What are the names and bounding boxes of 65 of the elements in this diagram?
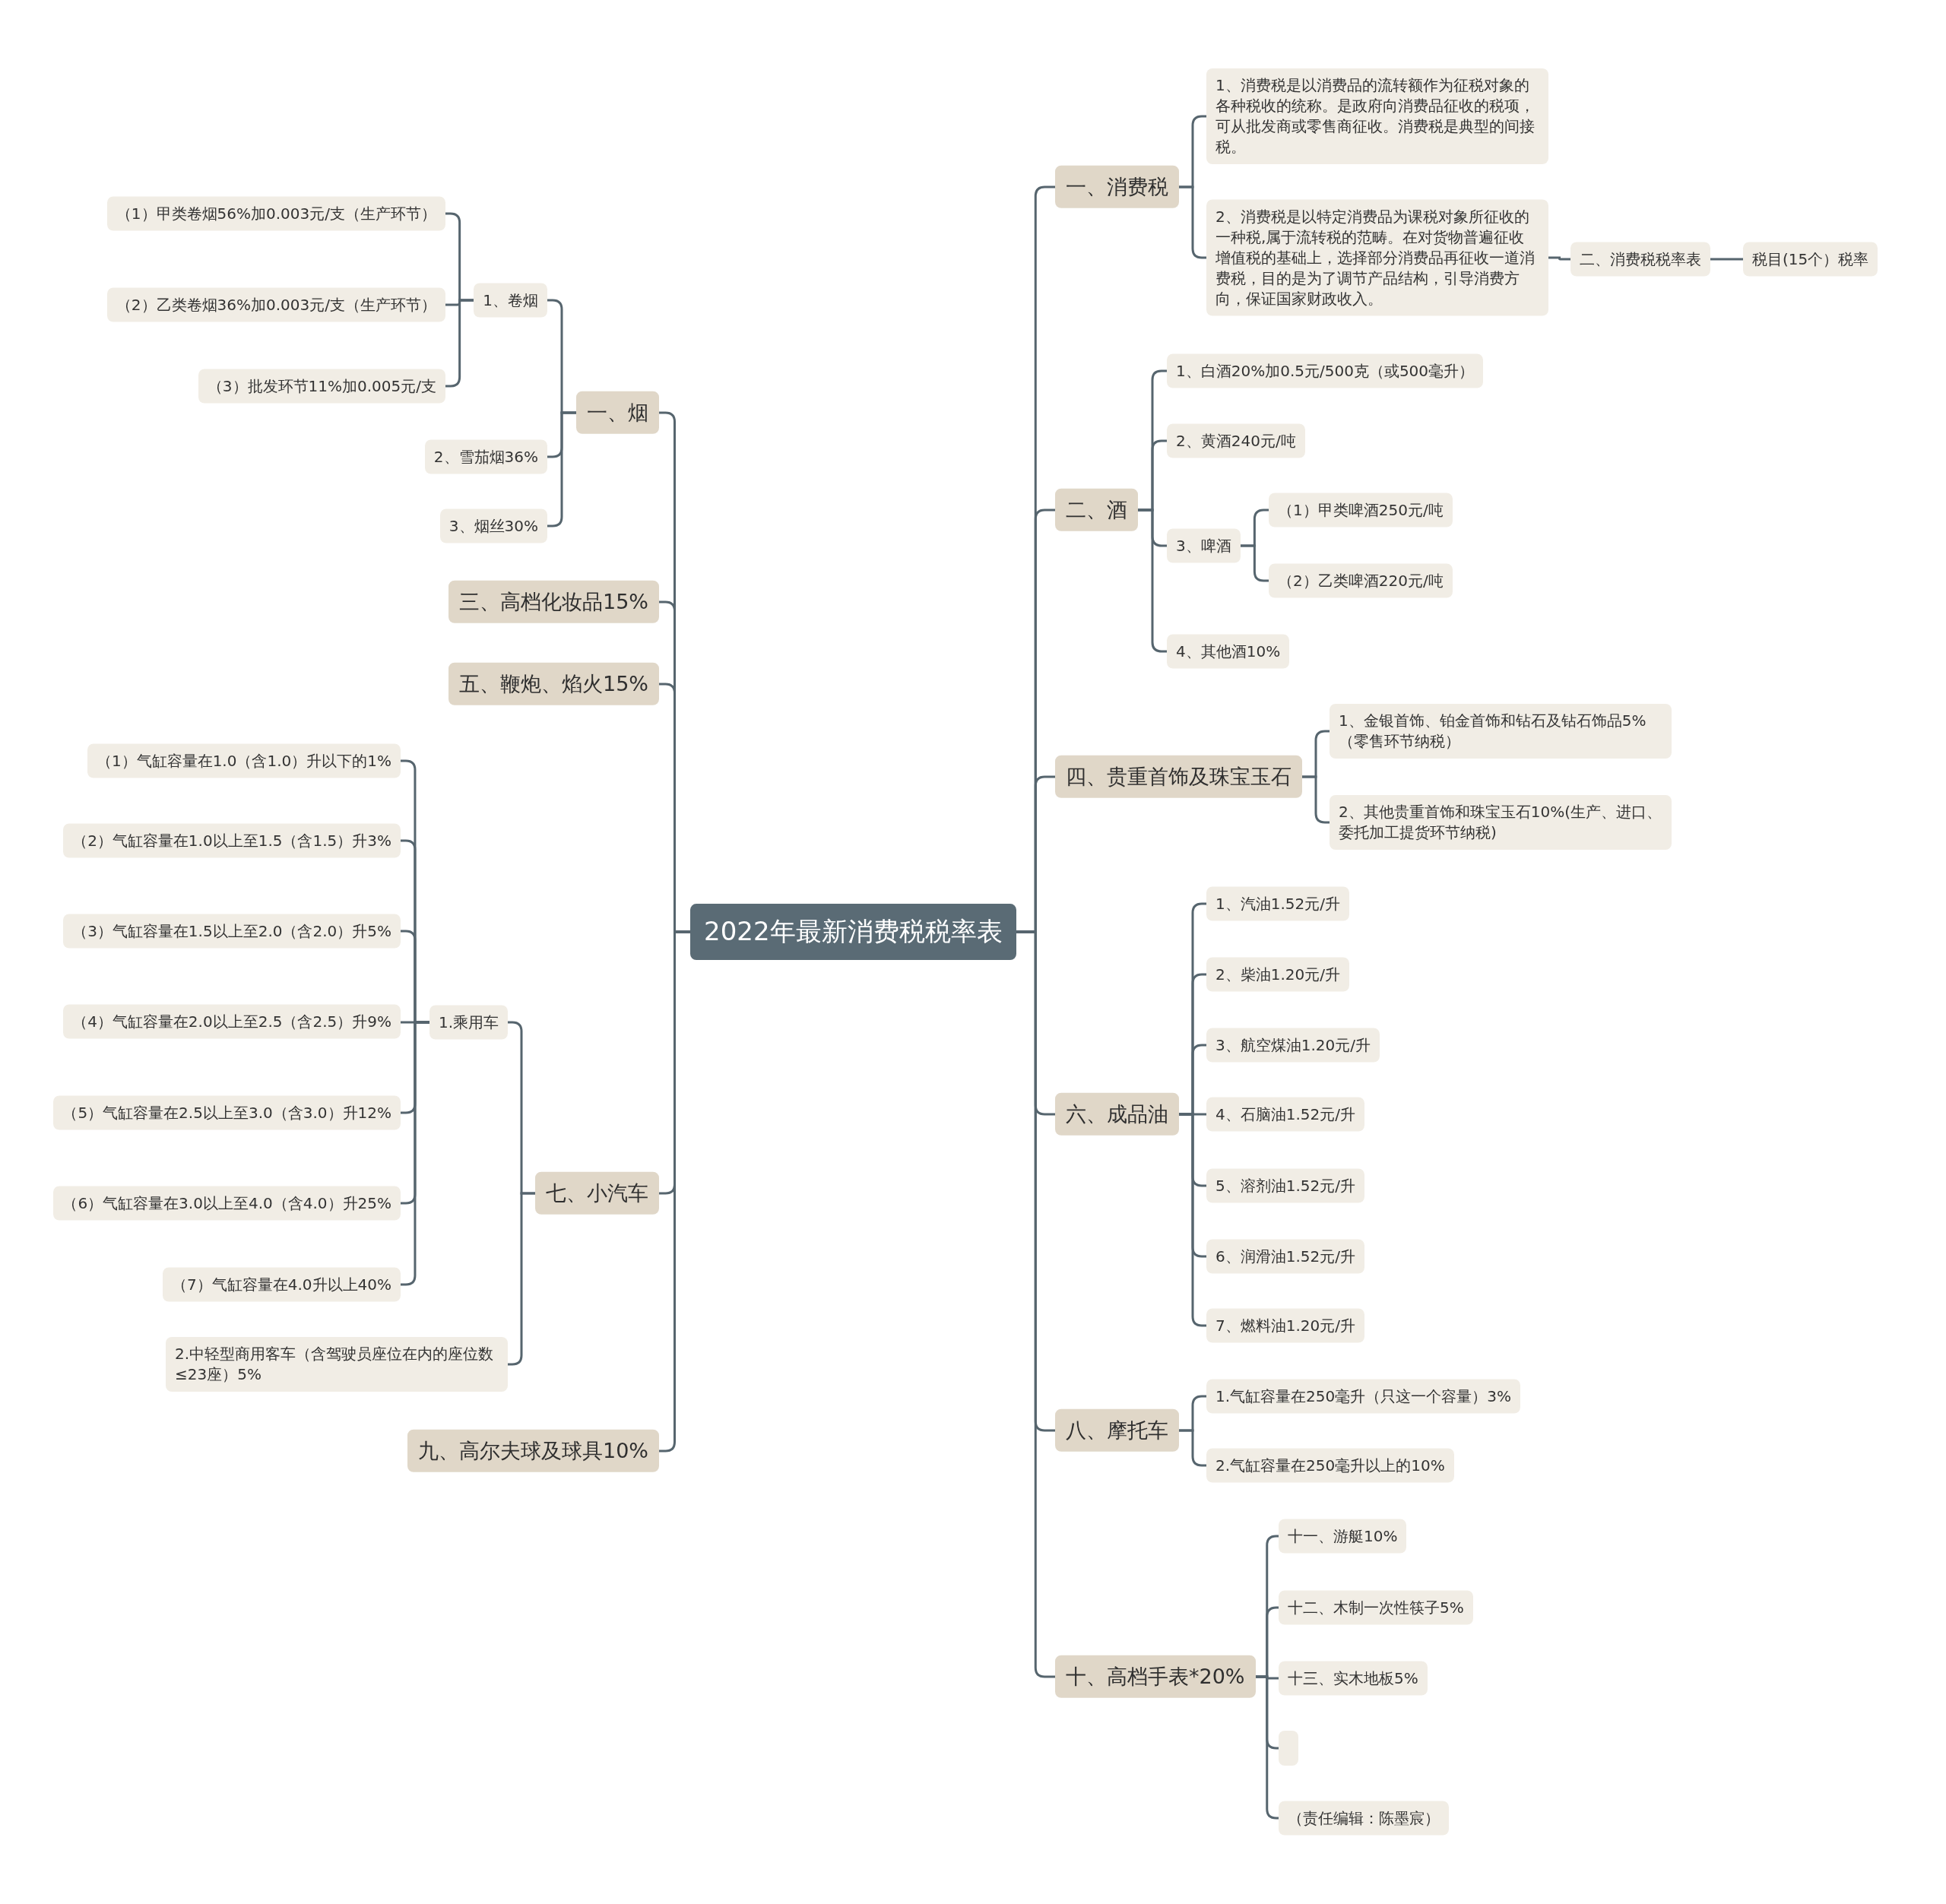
branch-topic: 八、摩托车 (1055, 1408, 1179, 1453)
subtopic-box: 2.气缸容量在250毫升以上的10% (1206, 1448, 1454, 1483)
subtopic-box: 4、石脑油1.52元/升 (1206, 1097, 1364, 1132)
subtopic-box: 2、其他贵重首饰和珠宝玉石10%(生产、进口、委托加工提货环节纳税) (1330, 795, 1672, 850)
branch-topic: 三、高档化妆品15% (448, 580, 659, 624)
subtopic-box: 税目(15个）税率 (1743, 242, 1878, 277)
subtopic-box: 2.中轻型商用客车（含驾驶员座位在内的座位数≤23座）5% (166, 1337, 508, 1392)
subtopic-box: 1、金银首饰、铂金首饰和钻石及钻石饰品5%（零售环节纳税） (1330, 704, 1672, 759)
branch-topic: 五、鞭炮、焰火15% (448, 662, 659, 706)
subtopic-box: 十一、游艇10% (1279, 1519, 1407, 1554)
subtopic-box: 7、燃料油1.20元/升 (1206, 1308, 1364, 1343)
subtopic-box: 3、啤酒 (1167, 528, 1241, 563)
connector-line (1136, 508, 1168, 653)
connector-line (1177, 1113, 1208, 1327)
subtopic-box: 1.乘用车 (429, 1005, 508, 1040)
connector-line (1177, 185, 1208, 259)
central-topic: 2022年最新消费税税率表 (690, 904, 1016, 960)
subtopic-box: （2）乙类卷烟36%加0.003元/支（生产环节） (106, 287, 445, 322)
connector-line (546, 411, 578, 527)
subtopic-box: （3）批发环节11%加0.005元/支 (198, 369, 445, 404)
branch-topic: 十、高档手表*20% (1055, 1655, 1256, 1699)
connector-line (1177, 1429, 1208, 1467)
empty-box (1279, 1731, 1298, 1766)
branch-topic: 六、成品油 (1055, 1092, 1179, 1136)
subtopic-box: 2、黄酒240元/吨 (1167, 423, 1305, 458)
branch-topic: 四、贵重首饰及珠宝玉石 (1055, 755, 1302, 799)
subtopic-box: 4、其他酒10% (1167, 634, 1290, 669)
subtopic-box: （2）气缸容量在1.0以上至1.5（含1.5）升3% (63, 823, 401, 858)
subtopic-box: 十二、木制一次性筷子5% (1279, 1590, 1473, 1625)
connector-line (1254, 1675, 1280, 1820)
subtopic-box: （7）气缸容量在4.0升以上40% (163, 1267, 401, 1302)
subtopic-box: 二、消费税税率表 (1570, 242, 1710, 277)
subtopic-box: 6、润滑油1.52元/升 (1206, 1239, 1364, 1274)
connector-line (1301, 775, 1331, 824)
subtopic-box: （3）气缸容量在1.5以上至2.0（含2.0）升5% (63, 914, 401, 949)
subtopic-box: 2、柴油1.20元/升 (1206, 957, 1349, 992)
connector-line (1239, 544, 1270, 582)
subtopic-box: 2、雪茄烟36% (424, 439, 547, 474)
branch-topic: 一、消费税 (1055, 165, 1179, 209)
branch-topic: 二、酒 (1055, 488, 1138, 532)
subtopic-box: 2、消费税是以特定消费品为课税对象所征收的一种税,属于流转税的范畴。在对货物普遍征收增值税的基础上，选择部分消费品再征收一道消费税，目的是为了调节产品结构，引导消费方向，保证国家财政收入。 (1206, 199, 1548, 316)
subtopic-box: 十三、实木地板5% (1279, 1661, 1428, 1696)
subtopic-box: （2）乙类啤酒220元/吨 (1269, 563, 1453, 598)
subtopic-box: （1）气缸容量在1.0（含1.0）升以下的1% (87, 743, 401, 778)
connector-line (1547, 256, 1572, 261)
subtopic-box: 3、航空煤油1.20元/升 (1206, 1028, 1380, 1063)
subtopic-box: （6）气缸容量在3.0以上至4.0（含4.0）升25% (53, 1186, 401, 1221)
subtopic-box: （4）气缸容量在2.0以上至2.5（含2.5）升9% (63, 1004, 401, 1039)
connector-line (444, 299, 475, 388)
subtopic-box: 1、汽油1.52元/升 (1206, 886, 1349, 921)
subtopic-box: 5、溶剂油1.52元/升 (1206, 1168, 1364, 1203)
branch-topic: 一、烟 (576, 391, 659, 435)
subtopic-box: （1）甲类卷烟56%加0.003元/支（生产环节） (106, 196, 445, 231)
branch-topic: 七、小汽车 (535, 1171, 659, 1215)
branch-topic: 九、高尔夫球及球具10% (407, 1429, 659, 1473)
subtopic-box: 1、白酒20%加0.5元/500克（或500毫升） (1167, 353, 1484, 388)
connector-line (506, 1192, 537, 1366)
subtopic-box: （1）甲类啤酒250元/吨 (1269, 493, 1453, 527)
subtopic-box: 1、消费税是以消费品的流转额作为征税对象的各种税收的统称。是政府向消费品征收的税项，可从批发商或零售商征收。消费税是典型的间接税。 (1206, 68, 1548, 164)
subtopic-box: （责任编辑：陈墨宸） (1279, 1801, 1449, 1836)
subtopic-box: 1、卷烟 (474, 283, 547, 318)
connector-line (1709, 258, 1745, 261)
subtopic-box: 3、烟丝30% (439, 508, 547, 543)
subtopic-box: （5）气缸容量在2.5以上至3.0（含3.0）升12% (53, 1095, 401, 1130)
subtopic-box: 1.气缸容量在250毫升（只这一个容量）3% (1206, 1379, 1520, 1414)
